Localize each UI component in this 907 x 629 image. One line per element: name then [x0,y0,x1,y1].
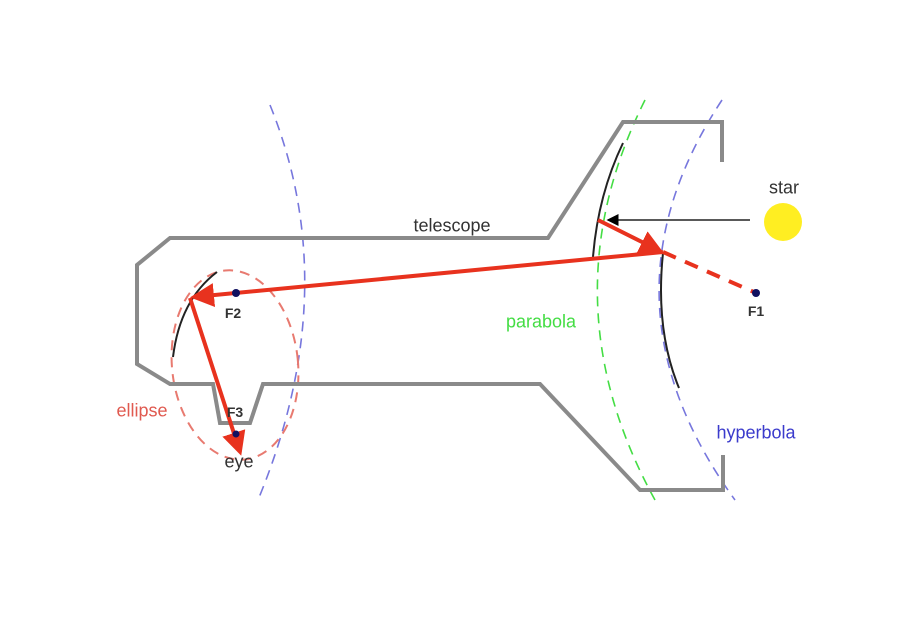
parabola-label: parabola [505,311,577,332]
star-icon [764,203,802,241]
hyperbola-right-branch [658,99,736,501]
parabola-curve [596,99,656,501]
ray-secondary-to-ellipse [190,250,664,308]
star-label: star [768,177,800,198]
primary-mirror [592,142,624,258]
telescope-outline [135,120,725,492]
f3-label: F3 [226,404,244,420]
focus-f1-dot [752,289,760,297]
focus-f2-dot [232,289,240,297]
telescope-label: telescope [413,215,491,236]
ellipse-curve [170,269,300,461]
f1-label: F1 [747,303,765,319]
secondary-mirror [660,252,680,389]
focus-f3-dot [232,430,240,438]
f2-label: F2 [224,305,242,321]
ray-primary-to-secondary [597,218,664,253]
ray-to-f1-dashed [662,250,757,295]
ellipsoid-mirror [172,271,218,358]
ray-ellipse-to-eye [188,297,246,456]
eye-label: eye [224,451,254,472]
ellipse-label: ellipse [116,400,168,421]
hyperbola-left-branch [257,104,306,501]
hyperbola-label: hyperbola [716,422,796,443]
